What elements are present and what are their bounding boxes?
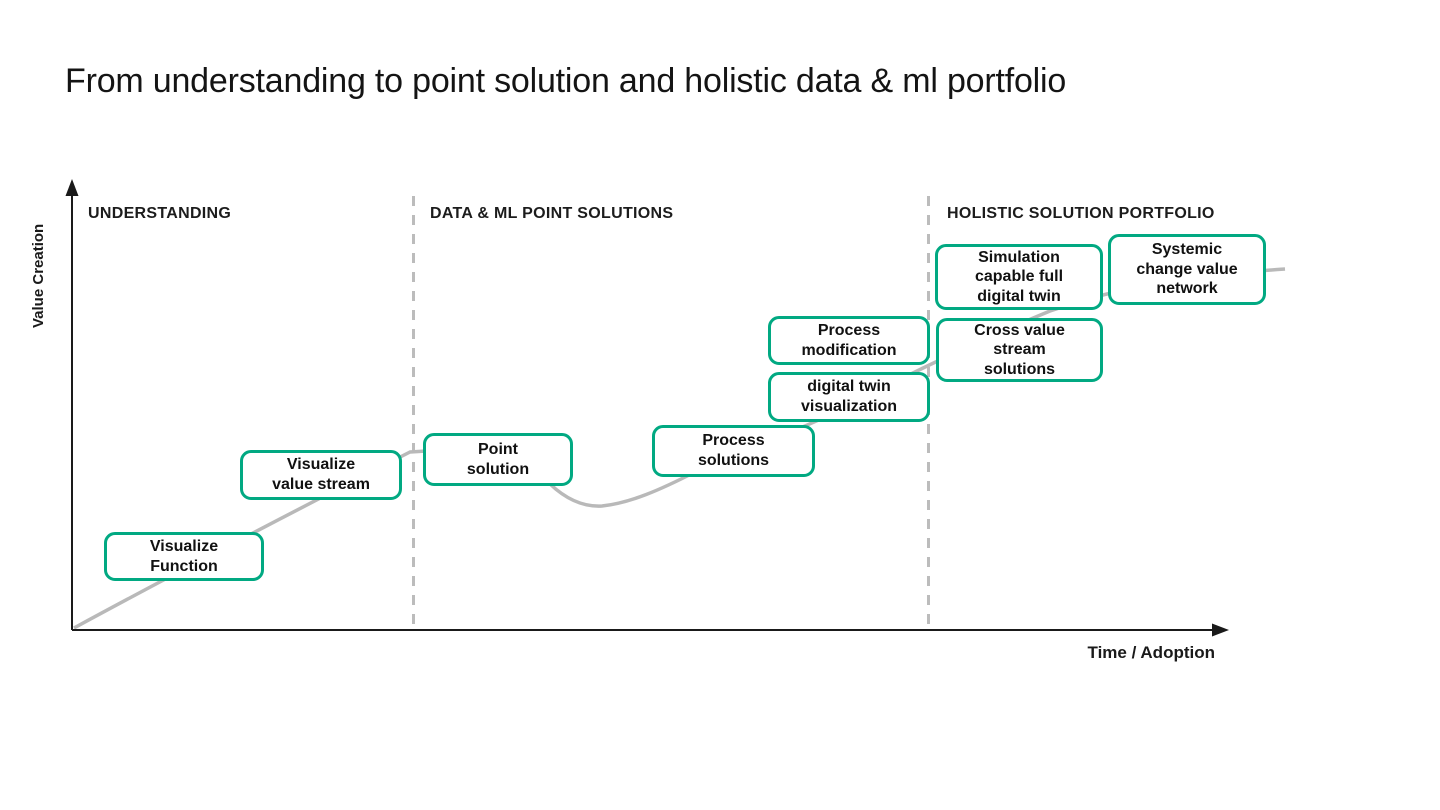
milestone-label: Point solution (466, 440, 530, 478)
milestone-box-process-solutions: Process solutions (652, 425, 815, 477)
milestone-label: Visualize Function (149, 537, 219, 575)
milestone-box-digital-twin-visualization: digital twin visualization (768, 372, 930, 422)
phase-label-holistic-solution-portfolio: HOLISTIC SOLUTION PORTFOLIO (947, 205, 1215, 222)
y-axis-label: Value Creation (30, 223, 47, 328)
milestone-label: digital twin visualization (800, 378, 898, 415)
x-axis-arrow-icon (1212, 623, 1229, 637)
milestone-label: Simulation capable full digital twin (974, 248, 1064, 305)
milestone-label: Process solutions (697, 432, 770, 469)
milestone-box-systemic-change-value-network: Systemic change value network (1108, 234, 1266, 305)
page-title: From understanding to point solution and… (65, 62, 1067, 100)
y-axis-arrow-icon (65, 179, 79, 196)
milestone-label: Process modification (801, 321, 897, 359)
milestone-label: Visualize value stream (272, 456, 370, 493)
milestone-box-point-solution: Point solution (423, 433, 573, 486)
milestone-box-visualize-function: Visualize Function (104, 532, 264, 581)
milestone-box-visualize-value-stream: Visualize value stream (240, 450, 402, 500)
phase-label-understanding: UNDERSTANDING (88, 205, 232, 222)
milestone-box-process-modification: Process modification (768, 316, 930, 365)
milestone-box-cross-value-stream-solutions: Cross value stream solutions (936, 318, 1103, 382)
x-axis-label: Time / Adoption (1087, 643, 1216, 662)
milestone-box-simulation-capable-full-digital-twin: Simulation capable full digital twin (935, 244, 1103, 310)
milestone-label: Systemic change value network (1136, 241, 1238, 298)
phase-label-data-ml-point-solutions: DATA & ML POINT SOLUTIONS (430, 205, 674, 222)
milestone-label: Cross value stream solutions (974, 321, 1065, 378)
